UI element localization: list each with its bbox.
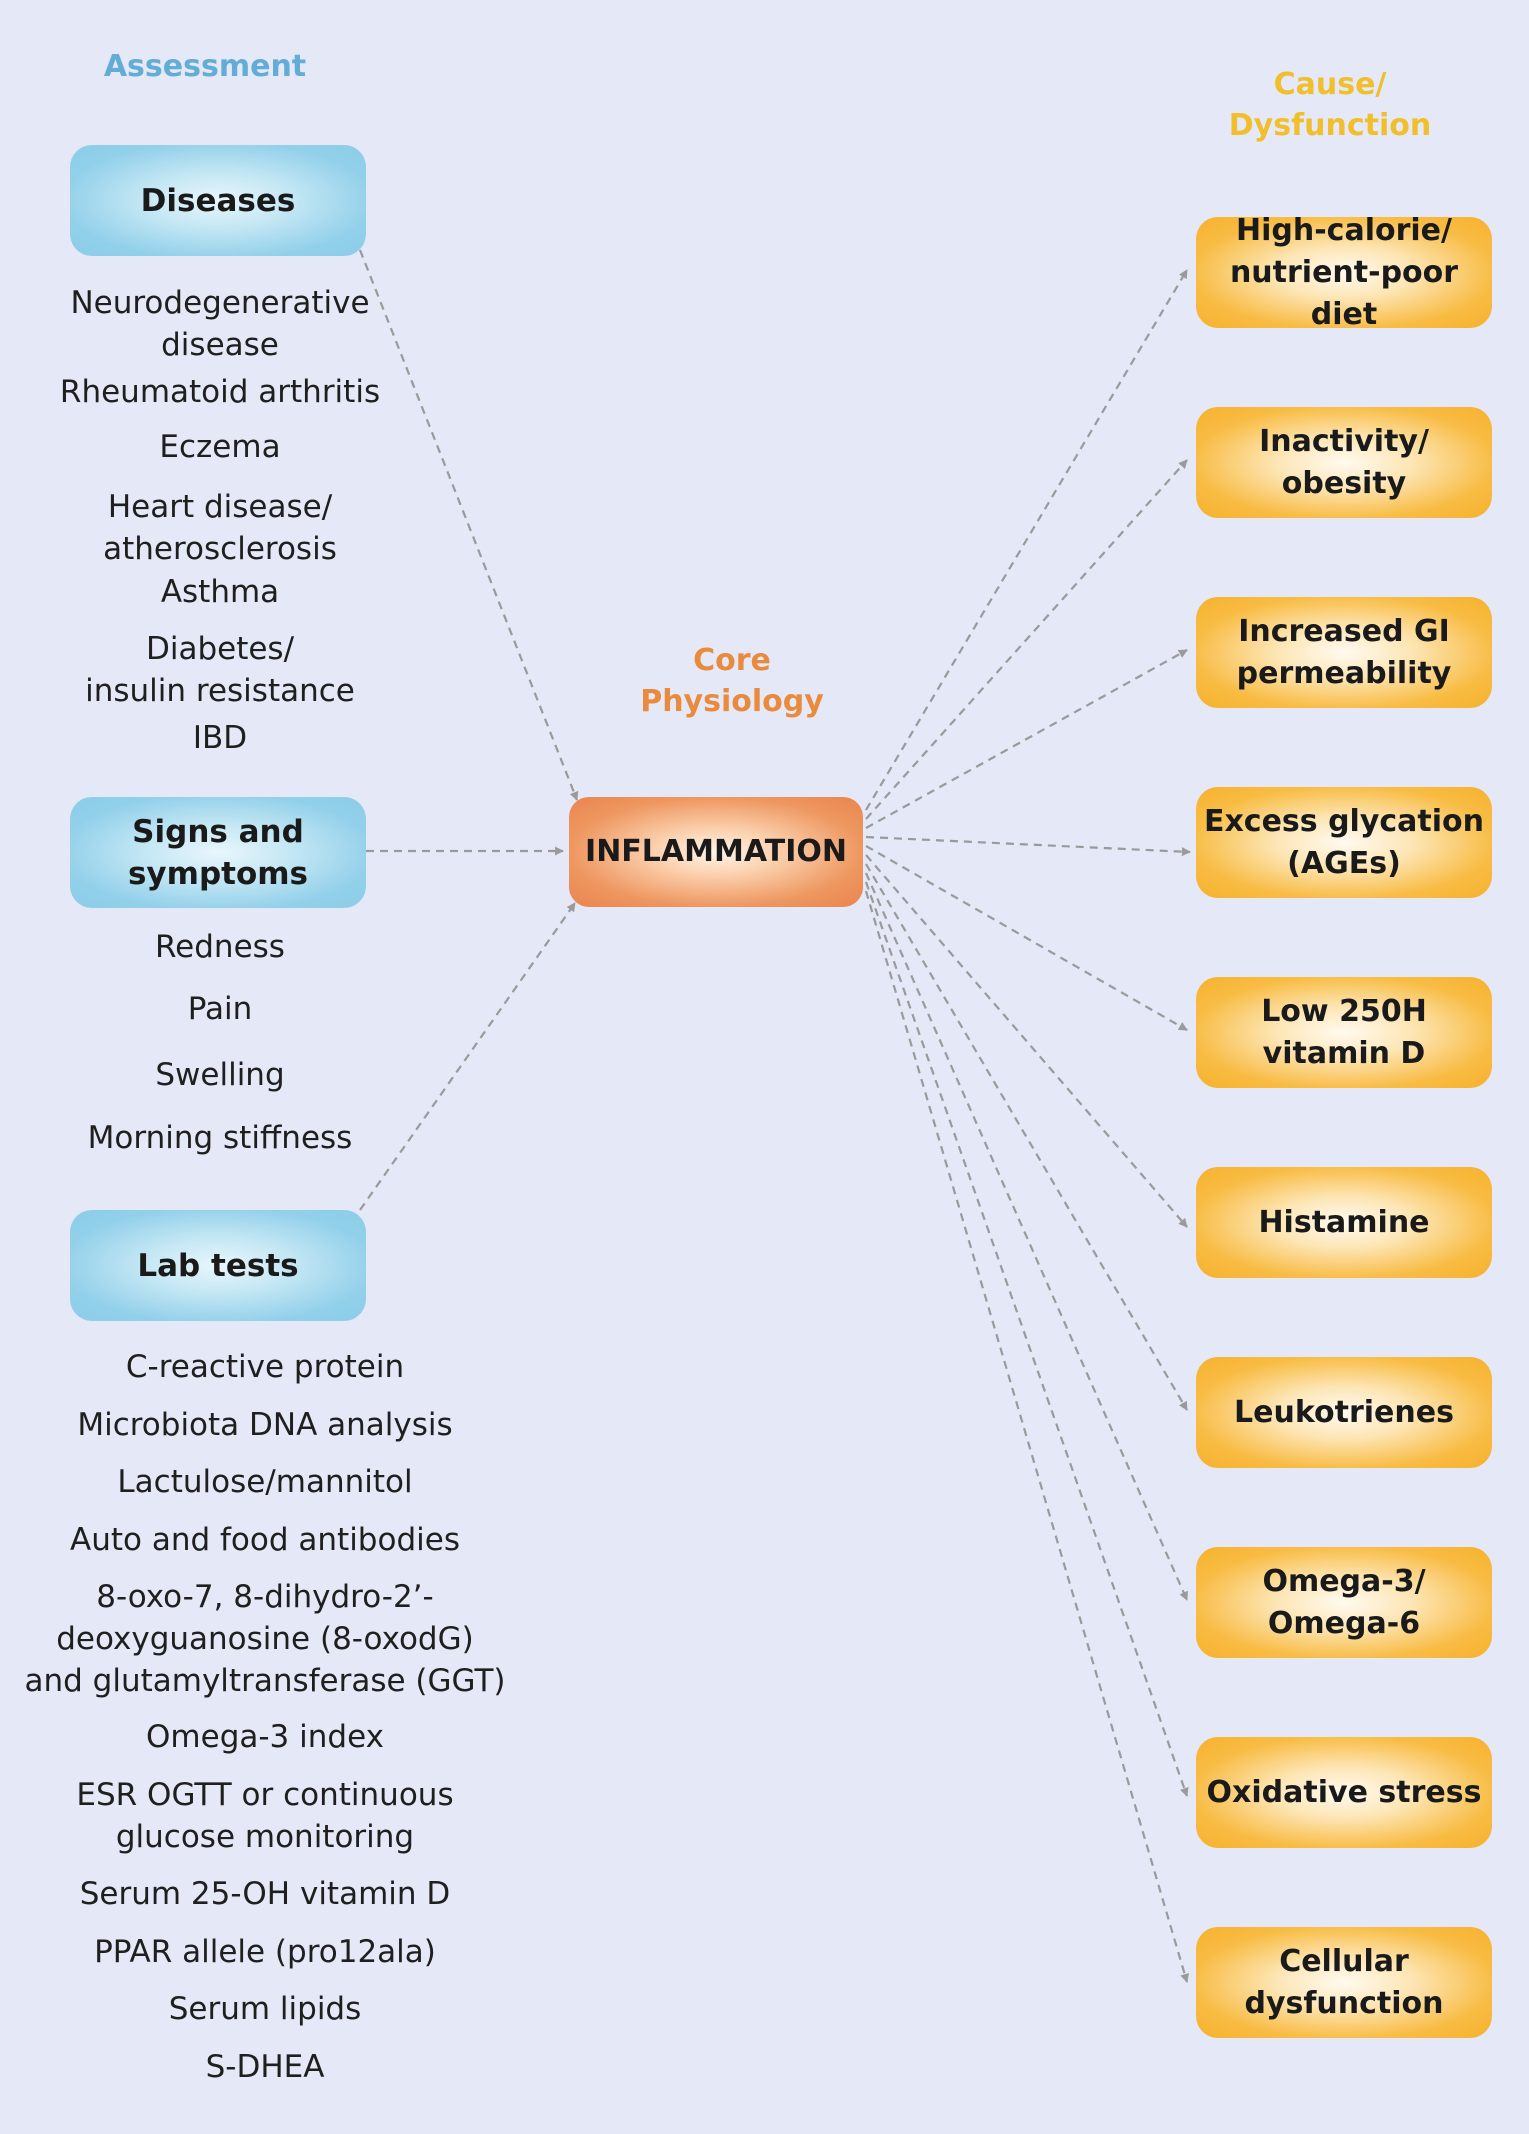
disease-item: IBD	[192, 720, 248, 756]
disease-item: Neurodegenerative disease	[70, 285, 370, 363]
inflammation-node: INFLAMMATION	[569, 797, 863, 907]
cause-box-leukotrienes: Leukotrienes	[1196, 1357, 1492, 1468]
diseases-box: Diseases	[70, 145, 366, 256]
disease-item: Eczema	[159, 429, 281, 465]
sign-item: Pain	[187, 991, 253, 1027]
arrow-lab-tests-to-inflammation	[359, 902, 576, 1211]
arrow-inflammation-to-cause	[864, 881, 1189, 1797]
arrow-inflammation-to-cause	[865, 269, 1188, 811]
lab-test-item: 8-oxo-7, 8-dihydro-2’- deoxyguanosine (8…	[24, 1579, 506, 1699]
lab-test-item: Serum lipids	[168, 1991, 362, 2027]
disease-item: Diabetes/ insulin resistance	[85, 631, 355, 709]
cause-box-high-calorie-diet: High-calorie/ nutrient-poor diet	[1196, 213, 1492, 332]
arrow-inflammation-to-cause	[864, 872, 1189, 1601]
cause-box-histamine: Histamine	[1196, 1167, 1492, 1278]
sign-item: Morning stiffness	[87, 1120, 353, 1156]
lab-test-item: Serum 25-OH vitamin D	[79, 1876, 451, 1912]
assessment-heading: Assessment	[103, 49, 307, 84]
cause-dysfunction-heading: Cause/ Dysfunction	[1228, 67, 1432, 143]
lab-test-item: Lactulose/mannitol	[117, 1464, 413, 1500]
arrow-inflammation-to-cause	[865, 845, 1188, 1031]
cause-box-inactivity-obesity: Inactivity/ obesity	[1196, 407, 1492, 518]
cause-box-omega-ratio: Omega-3/ Omega-6	[1196, 1547, 1492, 1658]
lab-test-item: C-reactive protein	[125, 1349, 405, 1385]
cause-box-oxidative-stress: Oxidative stress	[1196, 1737, 1492, 1848]
arrow-inflammation-to-cause	[865, 863, 1188, 1411]
cause-box-excess-glycation: Excess glycation (AGEs)	[1196, 787, 1492, 898]
cause-box-cellular-dysfunction: Cellular dysfunction	[1196, 1927, 1492, 2038]
lab-tests-box: Lab tests	[70, 1210, 366, 1321]
disease-item: Rheumatoid arthritis	[59, 374, 381, 410]
arrow-inflammation-to-cause	[865, 854, 1188, 1228]
lab-test-item: Microbiota DNA analysis	[77, 1407, 453, 1443]
lab-test-item: S-DHEA	[205, 2049, 325, 2085]
arrow-inflammation-to-cause	[865, 649, 1188, 829]
cause-box-low-vitamin-d: Low 250H vitamin D	[1196, 977, 1492, 1088]
signs-and-symptoms-box: Signs and symptoms	[70, 797, 366, 908]
sign-item: Redness	[155, 929, 285, 965]
lab-test-item: Omega-3 index	[146, 1719, 384, 1755]
arrow-inflammation-to-cause	[865, 835, 1191, 857]
lab-test-item: Auto and food antibodies	[70, 1522, 460, 1558]
arrow-inflammation-to-cause	[864, 890, 1190, 1983]
lab-test-item: PPAR allele (pro12ala)	[94, 1934, 436, 1970]
arrow-inflammation-to-cause	[865, 459, 1188, 820]
core-physiology-heading: Core Physiology	[640, 643, 824, 719]
disease-item: Heart disease/ atherosclerosis	[103, 489, 337, 567]
sign-item: Swelling	[155, 1057, 285, 1093]
arrow-diseases-to-inflammation	[358, 249, 579, 801]
cause-box-gi-permeability: Increased GI permeability	[1196, 597, 1492, 708]
disease-item: Asthma	[160, 574, 280, 610]
lab-test-item: ESR OGTT or continuous glucose monitorin…	[76, 1777, 454, 1855]
